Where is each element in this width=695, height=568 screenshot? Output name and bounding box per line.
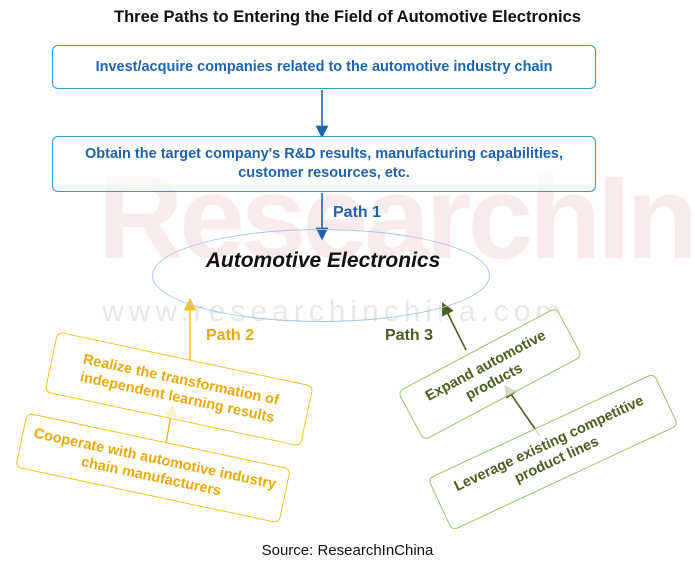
diagram-title: Three Paths to Entering the Field of Aut… [114, 8, 581, 26]
path2-label: Path 2 [206, 327, 255, 344]
obtain-box: Obtain the target company's R&D results,… [52, 136, 596, 192]
obtain-box-text: Obtain the target company's R&D results,… [84, 146, 564, 181]
invest-box-text: Invest/acquire companies related to the … [95, 58, 553, 75]
path3-label: Path 3 [385, 327, 434, 344]
invest-box: Invest/acquire companies related to the … [52, 45, 596, 89]
arrow-path3 [442, 302, 467, 351]
automotive-electronics-label: Automotive Electronics [205, 249, 441, 272]
path1-label: Path 1 [333, 204, 382, 221]
source-caption: Source: ResearchInChina [261, 542, 434, 559]
automotive-electronics-ellipse [152, 229, 490, 322]
